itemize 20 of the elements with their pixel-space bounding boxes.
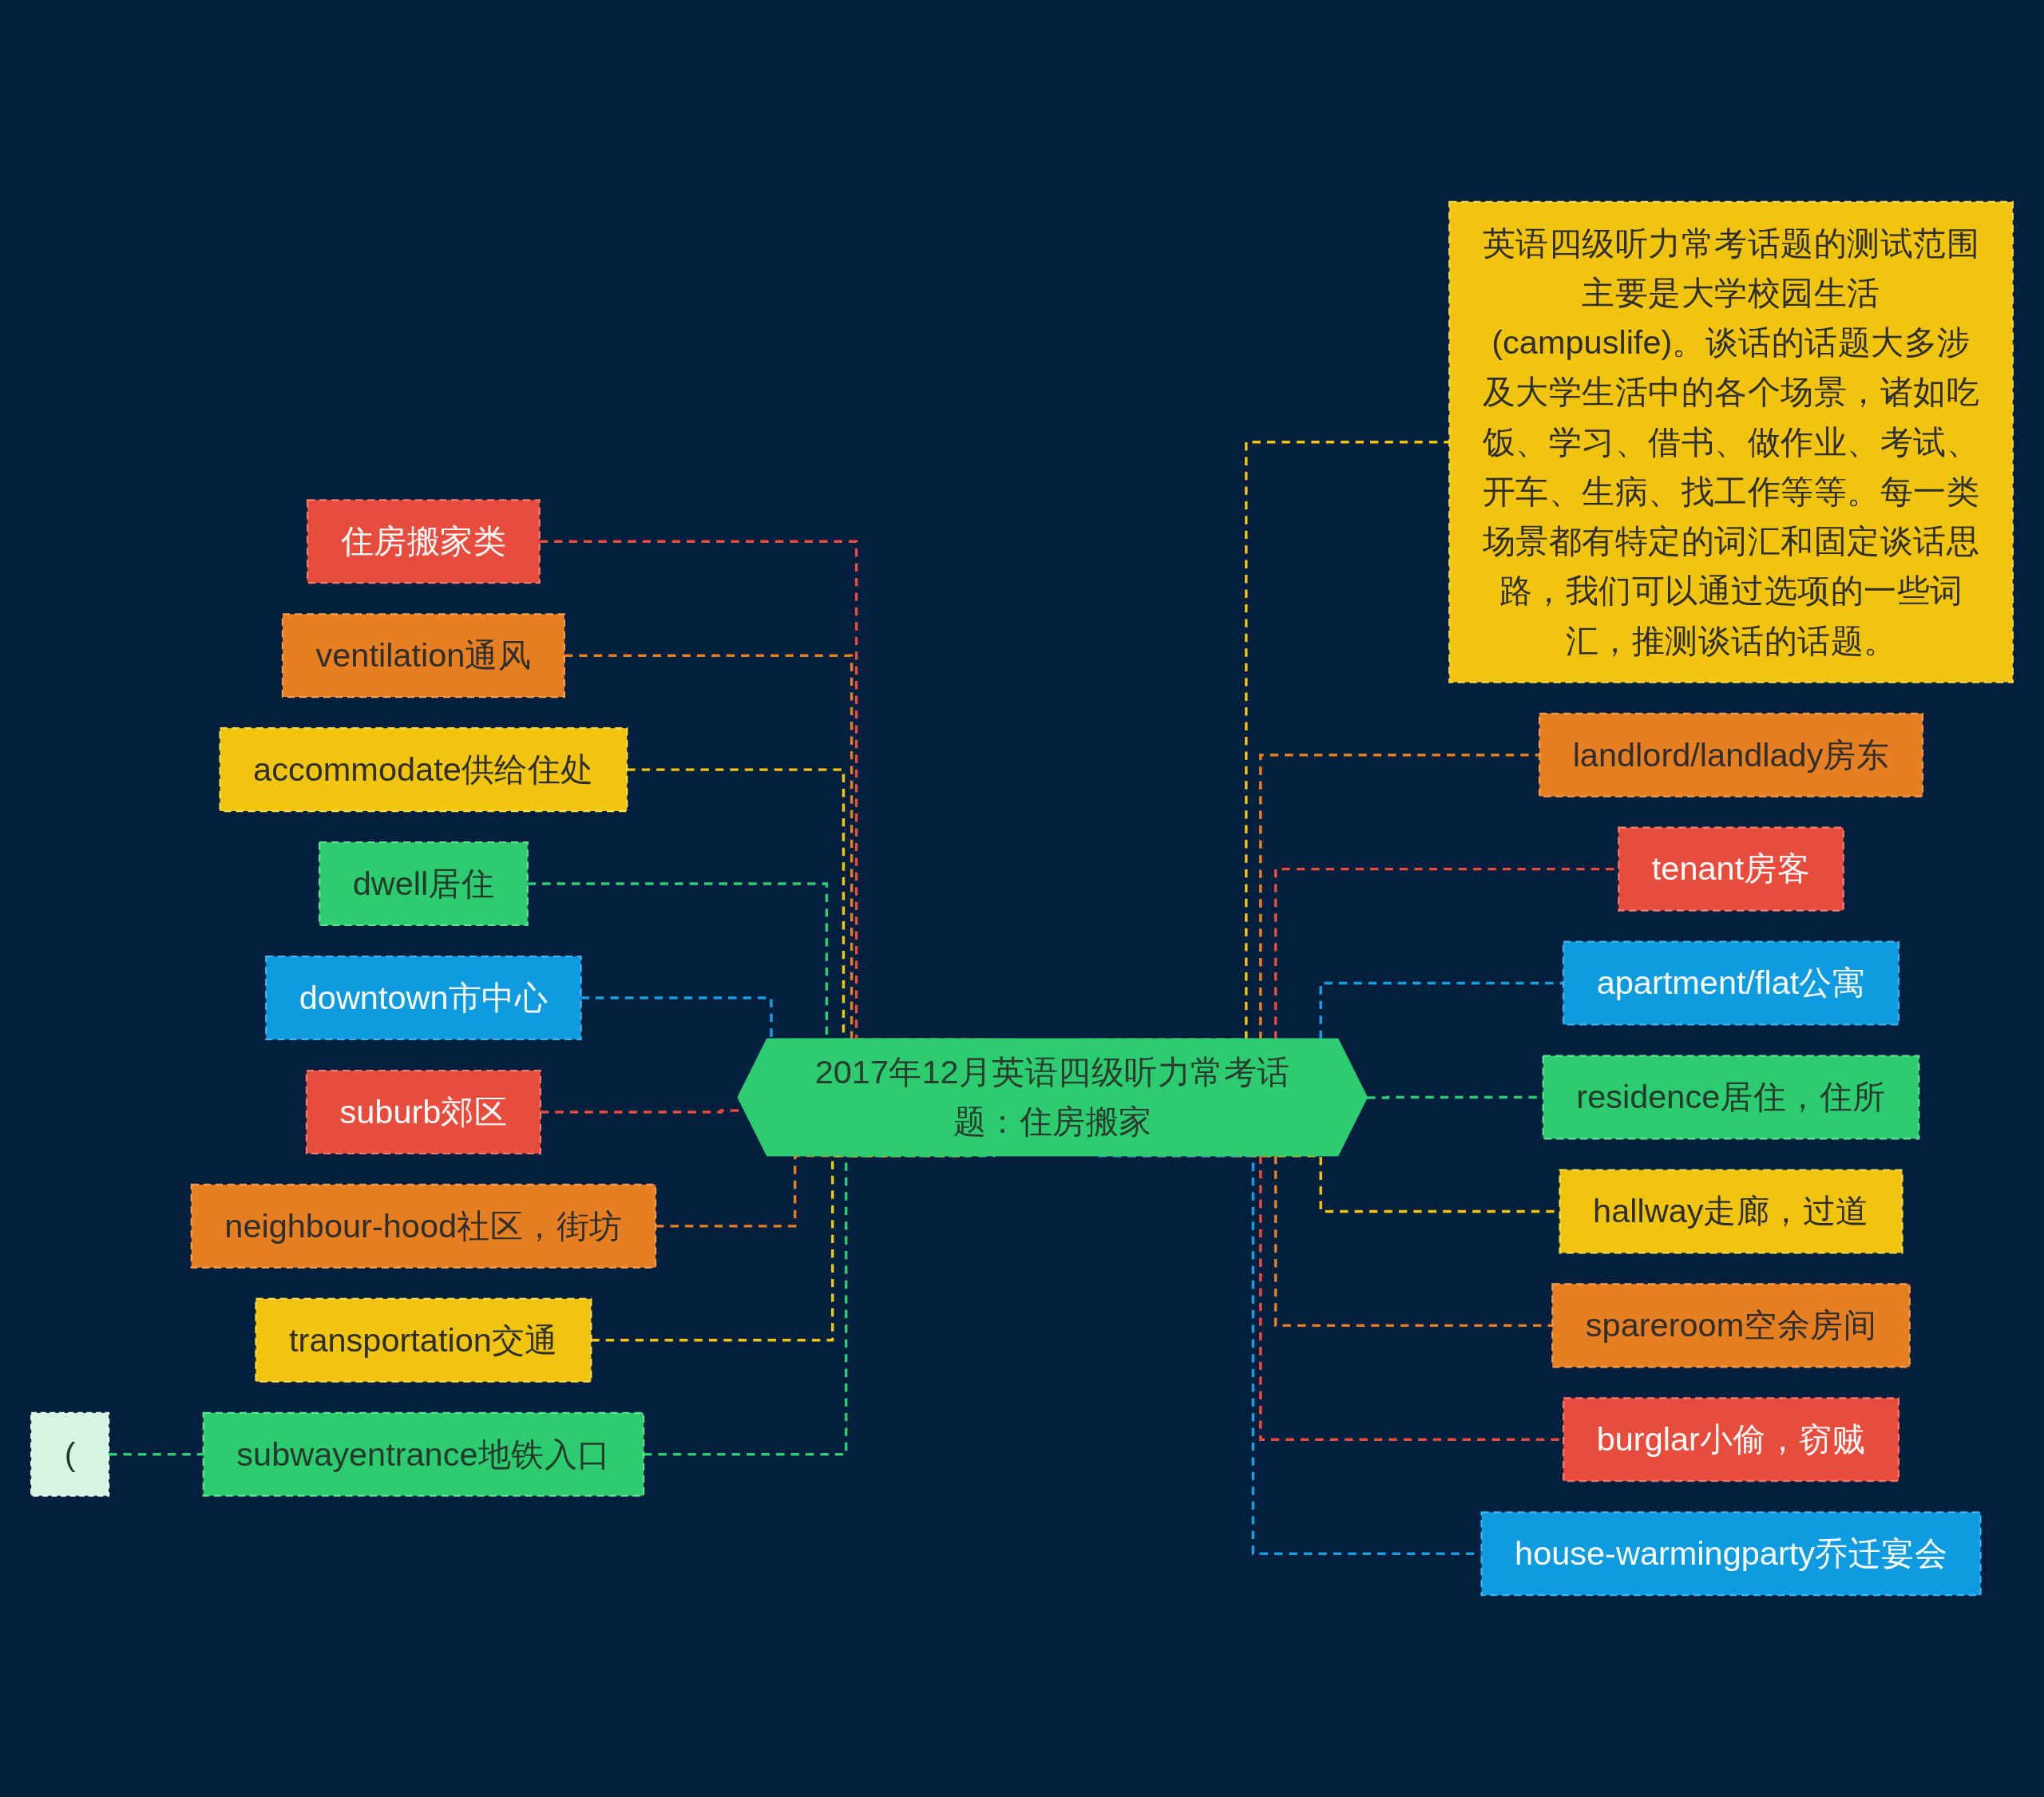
node-box: 住房搬家类 bbox=[307, 499, 541, 584]
node-box: ventilation通风 bbox=[281, 613, 565, 699]
node-box: neighbour-hood社区，街坊 bbox=[190, 1183, 657, 1269]
node-box: dwell居住 bbox=[318, 841, 529, 927]
node-box: downtown市中心 bbox=[265, 955, 582, 1041]
connector bbox=[109, 1453, 204, 1456]
node-box: transportation交通 bbox=[255, 1297, 592, 1383]
node-box: subwayentrance地铁入口 bbox=[202, 1411, 645, 1497]
node-box: 英语四级听力常考话题的测试范围主要是大学校园生活(campuslife)。谈话的话题大多涉及大学生活中的各个场景，诸如吃饭、学习、借书、做作业、考试、开车、生病、找工作等等。每一类场景都有特定的词汇和固定谈话思路，我们可以通过选项的一些词汇，推测谈话的话题。 bbox=[1448, 200, 2014, 683]
node-box: spareroom空余房间 bbox=[1551, 1283, 1911, 1368]
node-box: burglar小偷，窃贼 bbox=[1563, 1397, 1900, 1482]
node-box: ( bbox=[30, 1411, 110, 1497]
node-box: hallway走廊，过道 bbox=[1559, 1169, 1903, 1254]
node-box: landlord/landlady房东 bbox=[1539, 712, 1924, 798]
node-box: suburb郊区 bbox=[305, 1069, 542, 1154]
node-box: accommodate供给住处 bbox=[219, 727, 628, 813]
node-box: house-warmingparty乔迁宴会 bbox=[1480, 1511, 1982, 1597]
node-box: apartment/flat公寓 bbox=[1563, 940, 1900, 1026]
node-box: tenant房客 bbox=[1618, 826, 1844, 912]
node-box: residence居住，住所 bbox=[1542, 1055, 1920, 1140]
